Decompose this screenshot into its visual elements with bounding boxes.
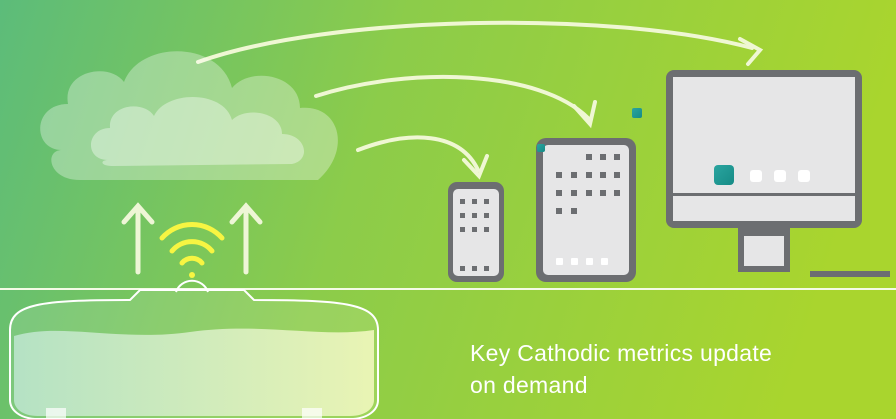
flow-arrows [196, 20, 764, 180]
arrow-to-tablet-head [572, 100, 597, 129]
storage-tank-icon [9, 279, 379, 419]
tablet-icon [536, 138, 636, 282]
arrow-to-phone [356, 135, 480, 172]
desktop-monitor-icon [666, 70, 890, 277]
smartphone-icon [448, 182, 504, 282]
wifi-dot [189, 272, 195, 278]
caption-line-1: Key Cathodic metrics update [470, 340, 773, 366]
wifi-icon [159, 222, 225, 266]
caption-line-2: on demand [470, 372, 588, 398]
arrow-to-phone-head [462, 154, 489, 180]
teal-data-dot [632, 108, 642, 118]
arrow-to-tablet [314, 75, 590, 120]
teal-data-dot [537, 144, 545, 152]
arrow-to-desktop-head [738, 37, 764, 66]
caption: Key Cathodic metrics update on demand [470, 337, 870, 401]
upload-arrow-icon [121, 202, 263, 275]
cloud-icon [40, 51, 338, 181]
arrow-to-desktop [196, 20, 754, 64]
